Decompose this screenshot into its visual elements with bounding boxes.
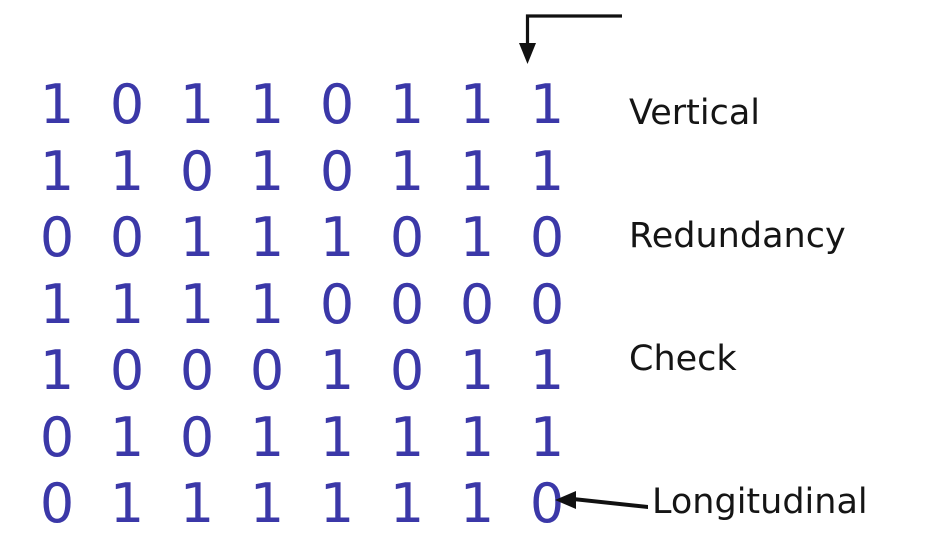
bit-matrix: 1 0 1 1 0 1 1 1 1 1 0 1 0 1 1 1 0 0 — [22, 72, 582, 538]
bit-cell-lrc: 1 — [179, 472, 215, 536]
bit-cell: 0 — [389, 272, 425, 336]
table-row-lrc: 0 1 1 1 1 1 1 0 — [22, 471, 582, 538]
bit-cell: 1 — [179, 206, 215, 270]
bit-cell-vrc: 1 — [529, 73, 565, 137]
lrc-arrow-line — [573, 497, 648, 509]
bit-cell: 0 — [179, 139, 215, 203]
bit-cell: 1 — [39, 339, 75, 403]
bit-cell-vrc: 0 — [529, 272, 565, 336]
table-row: 0 1 0 1 1 1 1 1 — [22, 405, 582, 472]
bit-cell: 1 — [389, 405, 425, 469]
bit-cell: 1 — [319, 339, 355, 403]
table-row: 1 1 0 1 0 1 1 1 — [22, 139, 582, 206]
bit-cell: 0 — [179, 339, 215, 403]
vrc-label-line-2: Redundancy — [629, 216, 846, 256]
vrc-arrow-icon — [519, 14, 622, 64]
longitudinal-redundancy-check-label: Longitudinal Redundancy Check — [652, 400, 869, 551]
bit-cell-lrc: 1 — [459, 472, 495, 536]
bit-cell: 1 — [459, 405, 495, 469]
bit-cell: 0 — [319, 73, 355, 137]
bit-cell: 0 — [109, 73, 145, 137]
bit-cell: 0 — [319, 139, 355, 203]
bit-cell: 1 — [249, 139, 285, 203]
bit-cell: 0 — [249, 339, 285, 403]
bit-cell: 1 — [319, 405, 355, 469]
bit-cell: 1 — [249, 73, 285, 137]
bit-cell: 1 — [389, 73, 425, 137]
bit-cell-vrc: 1 — [529, 339, 565, 403]
bit-cell: 1 — [249, 272, 285, 336]
bit-cell: 0 — [389, 206, 425, 270]
bit-matrix-body: 1 0 1 1 0 1 1 1 1 1 0 1 0 1 1 1 0 0 — [22, 72, 582, 538]
bit-cell-vrc: 0 — [529, 206, 565, 270]
bit-cell: 1 — [39, 73, 75, 137]
bit-cell-lrc: 0 — [39, 472, 75, 536]
lrc-label-line-1: Longitudinal — [652, 482, 868, 522]
table-row: 1 0 1 1 0 1 1 1 — [22, 72, 582, 139]
bit-cell: 1 — [389, 139, 425, 203]
bit-cell-vrc: 1 — [529, 139, 565, 203]
bit-cell: 0 — [109, 206, 145, 270]
bit-cell: 1 — [459, 139, 495, 203]
bit-cell: 1 — [179, 272, 215, 336]
table-row: 1 1 1 1 0 0 0 0 — [22, 272, 582, 339]
bit-cell: 1 — [459, 339, 495, 403]
bit-cell: 0 — [319, 272, 355, 336]
vrc-arrow-head — [519, 43, 536, 64]
bit-cell: 1 — [459, 73, 495, 137]
bit-cell-lrc: 1 — [249, 472, 285, 536]
vertical-redundancy-check-label: Vertical Redundancy Check — [629, 11, 846, 462]
bit-cell: 1 — [459, 206, 495, 270]
bit-cell: 0 — [179, 405, 215, 469]
bit-cell: 1 — [319, 206, 355, 270]
bit-cell: 1 — [109, 405, 145, 469]
bit-cell-lrc-vrc: 0 — [529, 472, 565, 536]
bit-cell: 0 — [39, 206, 75, 270]
vrc-label-line-1: Vertical — [629, 93, 761, 133]
bit-cell: 0 — [109, 339, 145, 403]
bit-cell-vrc: 1 — [529, 405, 565, 469]
bit-cell: 1 — [109, 139, 145, 203]
table-row: 1 0 0 0 1 0 1 1 — [22, 338, 582, 405]
bit-cell: 1 — [39, 272, 75, 336]
bit-cell: 0 — [459, 272, 495, 336]
bit-cell: 1 — [109, 272, 145, 336]
bit-cell: 0 — [389, 339, 425, 403]
bit-cell: 0 — [39, 405, 75, 469]
bit-cell: 1 — [249, 405, 285, 469]
lrc-arrow-icon — [555, 491, 648, 509]
lrc-arrow-head — [555, 491, 576, 509]
bit-cell-lrc: 1 — [389, 472, 425, 536]
bit-cell: 1 — [249, 206, 285, 270]
vrc-arrow-line — [525, 14, 622, 46]
bit-cell: 1 — [39, 139, 75, 203]
bit-cell-lrc: 1 — [319, 472, 355, 536]
bit-cell: 1 — [179, 73, 215, 137]
table-row: 0 0 1 1 1 0 1 0 — [22, 205, 582, 272]
bit-cell-lrc: 1 — [109, 472, 145, 536]
vrc-label-line-3: Check — [629, 339, 737, 379]
